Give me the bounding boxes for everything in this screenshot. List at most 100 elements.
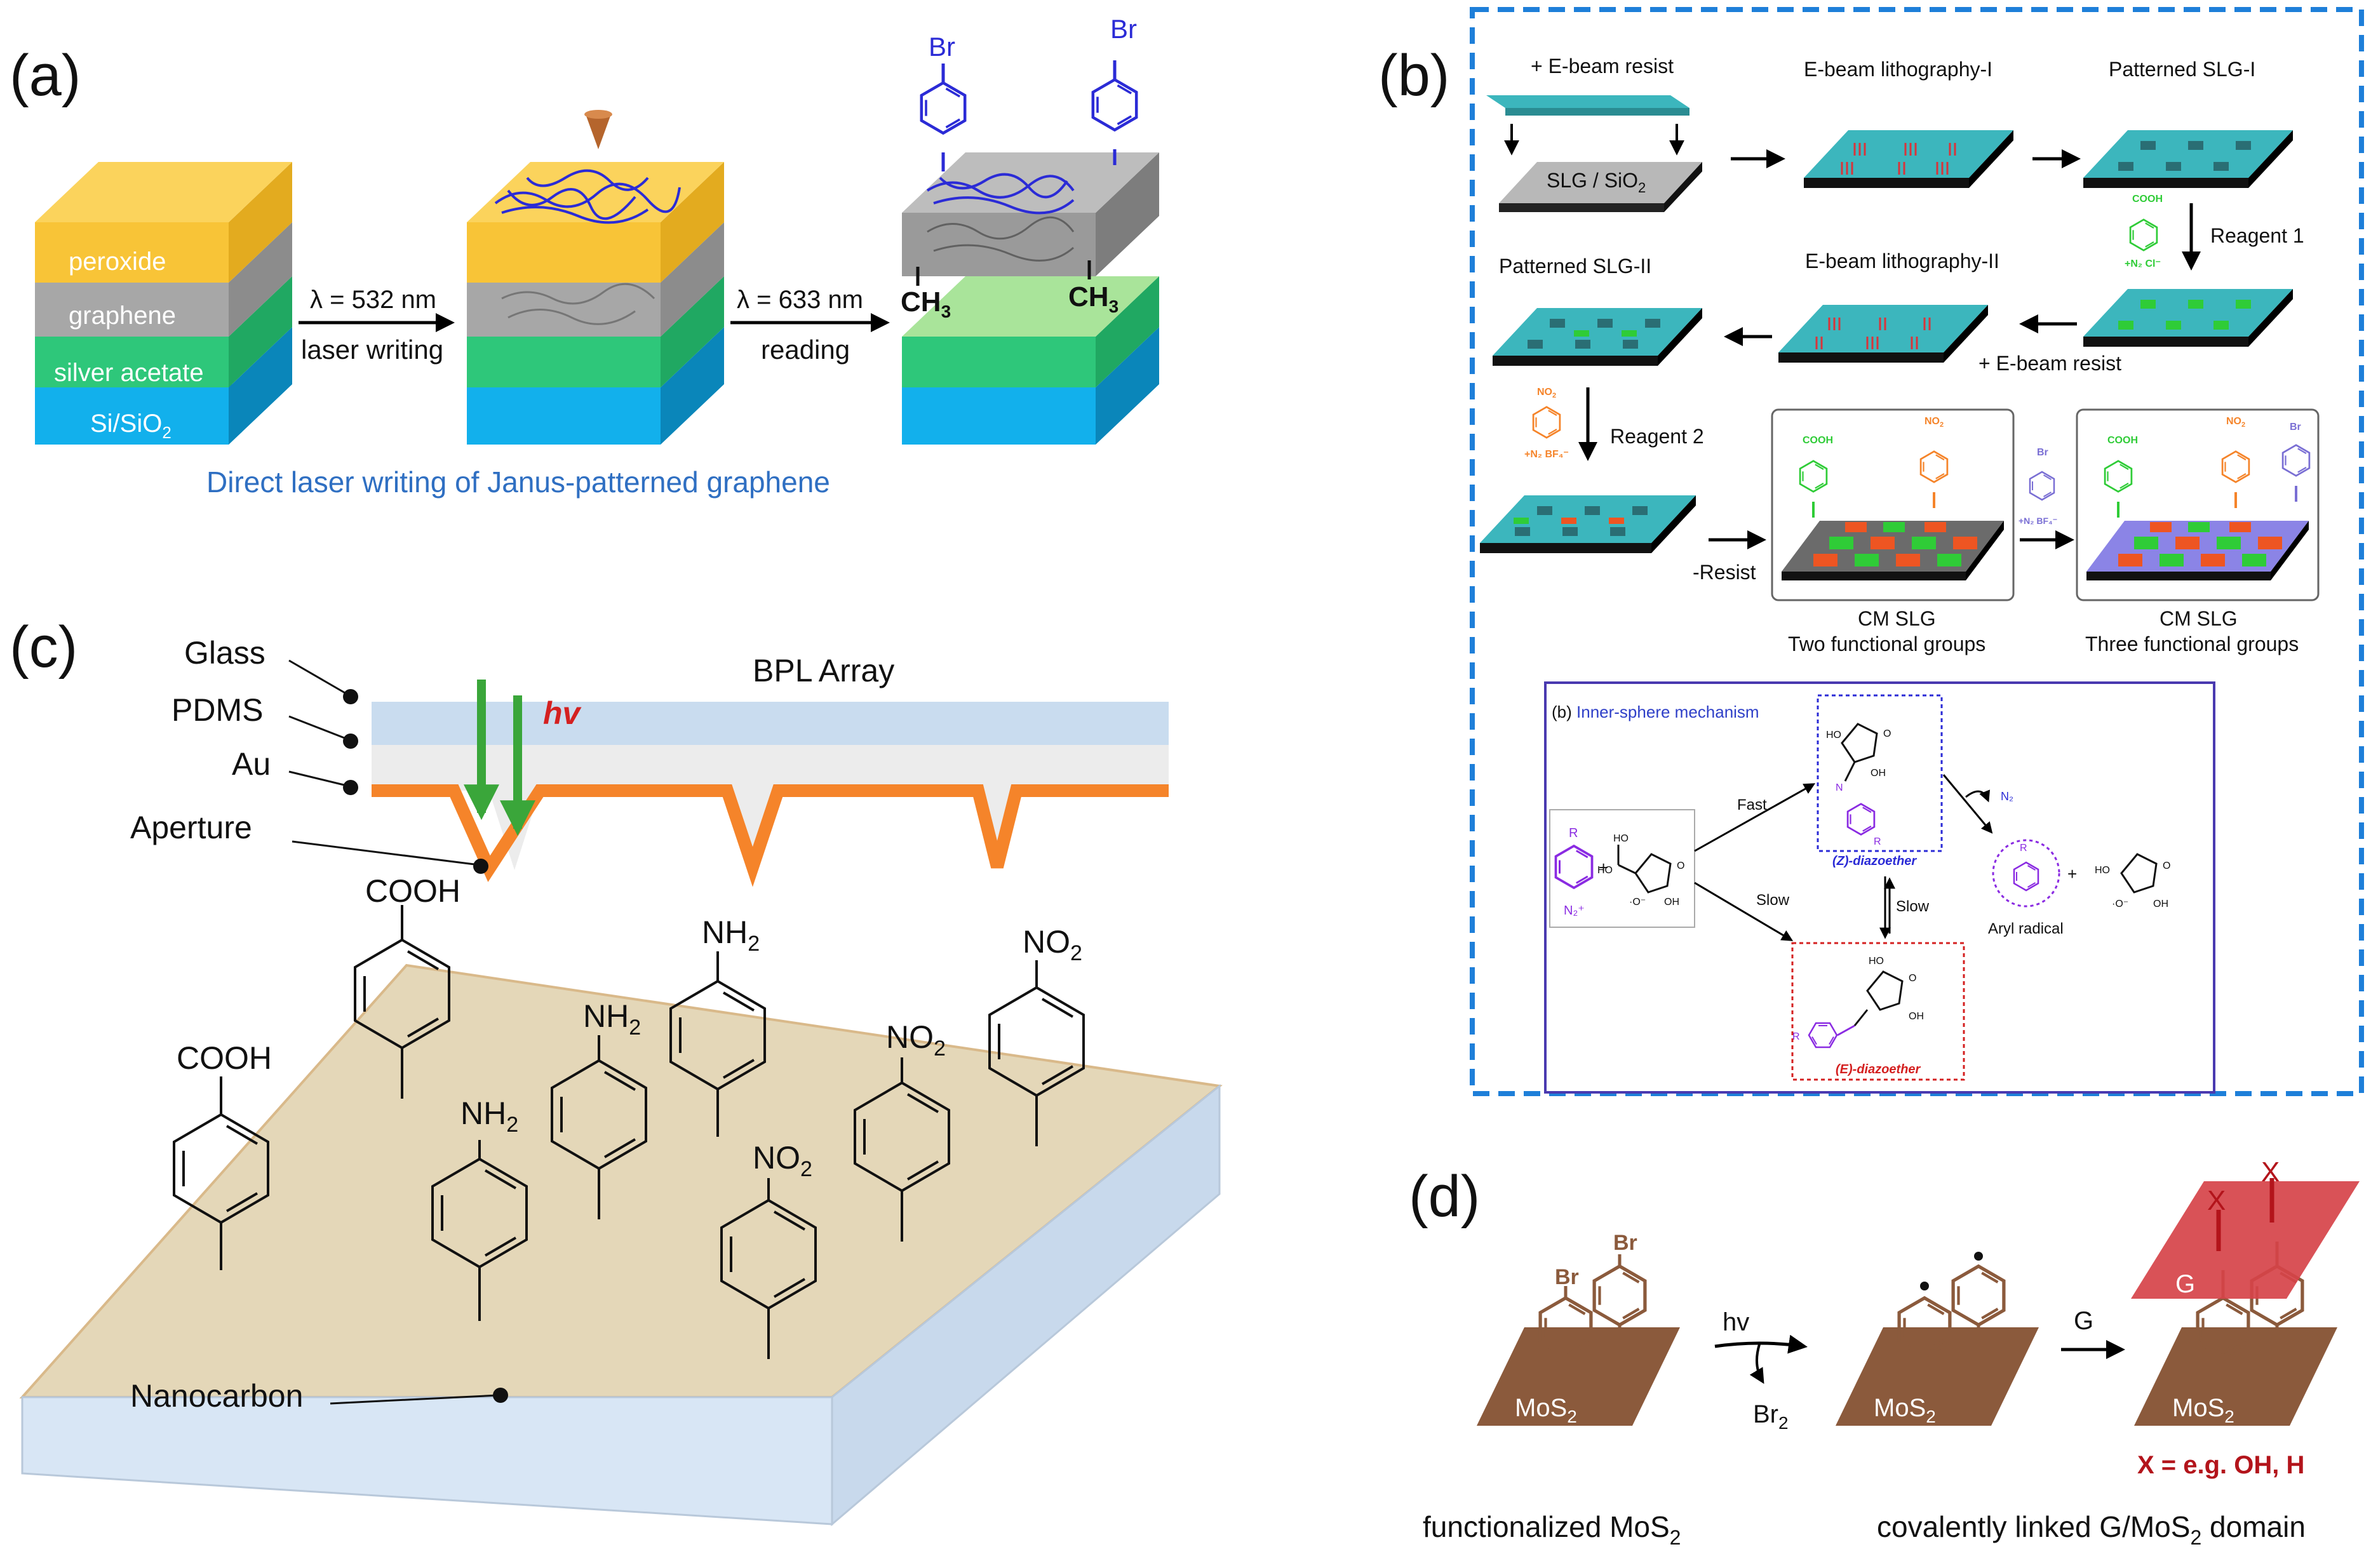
mech-o-4: O [2163, 861, 2170, 871]
no2-label-1: NO2 [753, 1140, 812, 1181]
reagent3-diazonium: +N₂ BF₄⁻ [2019, 516, 2057, 526]
br-label-right: Br [1110, 14, 1137, 44]
reagent1-diazonium: +N₂ Cl⁻ [2125, 258, 2161, 269]
nanocarbon-label: Nanocarbon [130, 1378, 303, 1414]
bpl-array-label: BPL Array [753, 653, 894, 688]
reagent2-label: Reagent 2 [1610, 425, 1704, 448]
glass-label: Glass [184, 635, 265, 671]
cooh-label-2: COOH [365, 873, 460, 909]
reagent2-diazonium: +N₂ BF₄⁻ [1524, 449, 1569, 460]
molecule-no2-2: NO2 [854, 1019, 950, 1242]
ch3-label-right: CH3 [1068, 281, 1118, 316]
reagent2-chip [1480, 495, 1696, 553]
x-label-1: X [2207, 1185, 2226, 1216]
mech-oh-3: OH [2153, 899, 2168, 909]
pdms-label: PDMS [171, 692, 263, 728]
br-left-1: Br [1555, 1265, 1579, 1289]
cm1-sub: Two functional groups [1788, 633, 1985, 655]
x-definition: X = e.g. OH, H [2137, 1451, 2304, 1479]
mech-ho-2: HO [1597, 865, 1613, 876]
mech-o-1: ·O⁻ [1629, 897, 1646, 908]
mech-oh-1: OH [1664, 897, 1679, 908]
cm1-cooh: COOH [1803, 435, 1833, 446]
cooh-label-1: COOH [177, 1040, 272, 1076]
molecule-no2-1: NO2 [720, 1140, 817, 1359]
cm2-br: Br [2290, 422, 2301, 432]
cm-slg-two-groups: COOH NO2 [1771, 408, 2015, 601]
mech-r-e: R [1792, 1031, 1800, 1042]
cm2-no2: NO2 [2226, 416, 2245, 429]
mech-oh-e: OH [1909, 1011, 1924, 1022]
minus-resist-label: -Resist [1693, 561, 1756, 584]
mos2-middle: MoS2 [1874, 1394, 1936, 1426]
right-caption: covalently linked G/MoS2 domain [1877, 1510, 2306, 1549]
layer-stack-initial: peroxide graphene silver acetate Si/SiO2 [35, 162, 292, 445]
panel-c-label: (c) [10, 615, 77, 680]
nh2-label-2: NH2 [583, 998, 641, 1040]
br-label-left: Br [929, 32, 955, 62]
cm2-title: CM SLG [2160, 607, 2238, 630]
ebl2-chip [1778, 305, 1988, 363]
layer-stack-janus: Br Br CH3 CH3 [901, 14, 1159, 445]
mos2-left: MoS2 [1515, 1394, 1577, 1426]
reading-label: reading [761, 335, 850, 365]
mech-n-z: N [1836, 782, 1843, 793]
reagent1-cooh: COOH [2132, 194, 2163, 204]
mech-r-z: R [1874, 836, 1881, 847]
mos2-sheet-right [2134, 1327, 2337, 1426]
layer-substrate-label: Si/SiO2 [90, 410, 171, 442]
panel-a-caption: Direct laser writing of Janus-patterned … [206, 466, 830, 499]
resist-label: + E-beam resist [1531, 55, 1674, 77]
mech-r-aryl: R [2020, 843, 2027, 854]
graphene-sheet-g [2131, 1181, 2360, 1299]
aperture-label: Aperture [130, 810, 252, 845]
panel-d: (d) Br Br MoS2 hv Br2 MoS2 G [1409, 1156, 2360, 1549]
pslg1-label: Patterned SLG-I [2109, 58, 2255, 81]
mos2-sheet-middle [1836, 1327, 2039, 1426]
mech-ho-z: HO [1826, 730, 1841, 740]
mechanism-box: (b) Inner-sphere mechanism R N₂⁺ + HO HO… [1544, 681, 2215, 1094]
mech-oh-z: OH [1871, 768, 1886, 779]
cm2-sub: Three functional groups [2085, 633, 2299, 655]
ebl1-label: E-beam lithography-I [1804, 58, 1992, 81]
mech-ho-3: HO [2095, 865, 2110, 876]
cm1-no2: NO2 [1925, 416, 1944, 429]
g-label: G [2175, 1270, 2195, 1298]
molecule-nh2-2: NH2 [551, 998, 647, 1219]
lambda-633-label: λ = 633 nm [737, 286, 863, 314]
cm1-title: CM SLG [1858, 607, 1936, 630]
reagent1-label: Reagent 1 [2210, 224, 2304, 247]
panel-a: (a) peroxide graphene silver acetate Si/… [10, 14, 1159, 499]
cm2-cooh: COOH [2107, 435, 2138, 446]
br2-label: Br2 [1753, 1400, 1789, 1433]
reagent2-no2: NO2 [1537, 387, 1556, 399]
cm-slg-three-groups: COOH NO2 Br [2076, 408, 2320, 601]
no2-label-3: NO2 [1023, 924, 1082, 965]
panel-b: (b) + E-beam resist SLG / SiO2 E-beam li… [1378, 7, 2364, 1096]
layer-peroxide-label: peroxide [69, 248, 166, 276]
x-label-2: X [2261, 1156, 2280, 1188]
reagent3-br: Br [2037, 447, 2048, 458]
mech-o-2: O [1677, 861, 1684, 871]
panel-d-label: (d) [1409, 1164, 1480, 1229]
mech-title: (b) Inner-sphere mechanism [1552, 702, 1759, 721]
br-left-2: Br [1613, 1231, 1637, 1255]
ascorbate-1 [1617, 845, 1672, 894]
gold-aperture-layer [372, 784, 1169, 887]
mos2-right: MoS2 [2172, 1394, 2234, 1426]
mech-ho-1: HO [1613, 833, 1629, 844]
resist-sheet [1486, 95, 1689, 108]
resist2-label: + E-beam resist [1978, 352, 2121, 375]
panel-c: (c) BPL Array hv Glass PDMS Au Aperture … [10, 615, 1223, 1527]
mos2-sheet-left [1477, 1327, 1680, 1426]
hv-label: hv [543, 695, 582, 731]
ebl1-chip [1804, 130, 2013, 188]
layer-graphene-label: graphene [69, 302, 176, 330]
molecule-no2-3: NO2 [988, 924, 1085, 1146]
mech-o-3: ·O⁻ [2112, 899, 2128, 909]
slg-substrate [1499, 162, 1702, 203]
layer-silver-label: silver acetate [54, 359, 204, 387]
mech-plus: + [1599, 858, 1608, 877]
no2-label-2: NO2 [886, 1019, 946, 1061]
